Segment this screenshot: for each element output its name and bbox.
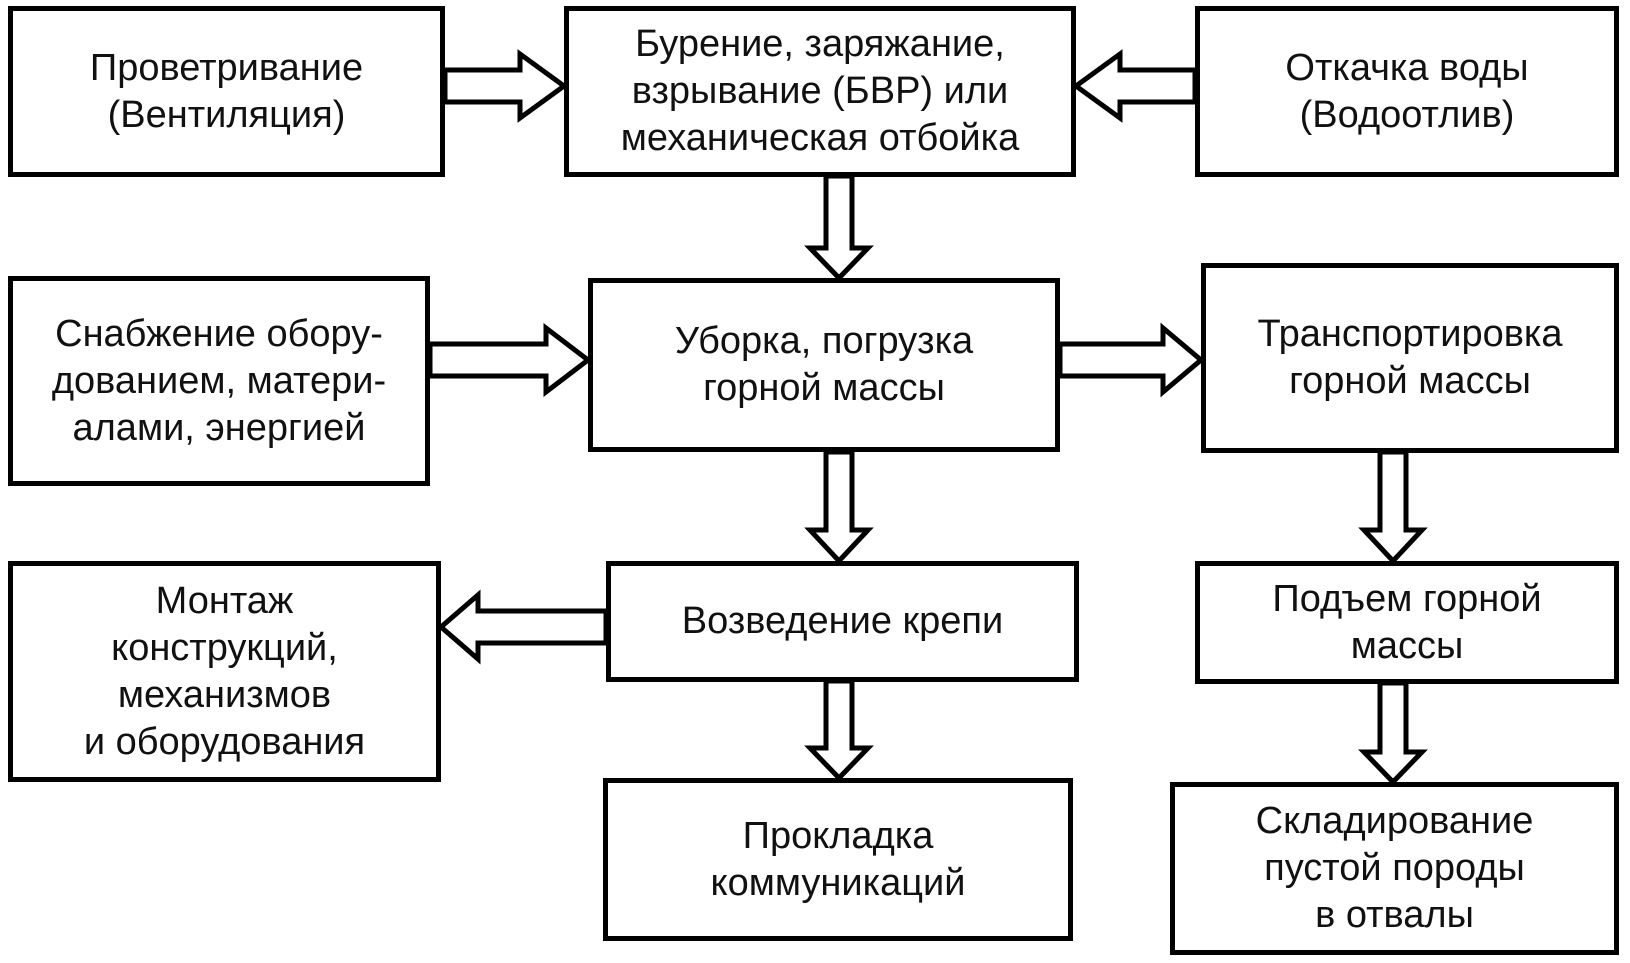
edge-transport-to-lifting bbox=[1358, 449, 1428, 565]
edge-loading-to-transport bbox=[1057, 322, 1205, 398]
edge-drilling-to-loading bbox=[804, 173, 874, 282]
node-drilling: Бурение, заряжание, взрывание (БВР) или … bbox=[564, 6, 1076, 177]
node-mounting: Монтаж конструкций, механизмов и оборудо… bbox=[8, 561, 441, 782]
node-transport: Транспортировка горной массы bbox=[1201, 263, 1619, 453]
node-supply-label: Снабжение обору- дованием, матери- алами… bbox=[51, 312, 387, 449]
node-mounting-label: Монтаж конструкций, механизмов и оборудо… bbox=[83, 579, 366, 763]
node-drilling-label: Бурение, заряжание, взрывание (БВР) или … bbox=[620, 23, 1020, 159]
edge-loading-to-support bbox=[804, 449, 874, 565]
node-lifting-label: Подъем горной массы bbox=[1272, 577, 1542, 667]
node-ventilation: Проветривание (Вентиляция) bbox=[8, 6, 445, 177]
node-storage: Складирование пустой породы в отвалы bbox=[1170, 782, 1619, 955]
node-communications-label: Прокладка коммуникаций bbox=[710, 814, 966, 904]
node-support: Возведение крепи bbox=[606, 561, 1079, 682]
node-storage-label: Складирование пустой породы в отвалы bbox=[1255, 800, 1534, 936]
edge-ventilation-to-drilling bbox=[442, 49, 569, 123]
node-supply: Снабжение обору- дованием, матери- алами… bbox=[8, 276, 430, 486]
node-loading-label: Уборка, погрузка горной массы bbox=[674, 320, 974, 409]
edge-pumping-to-drilling bbox=[1071, 49, 1198, 123]
node-lifting: Подъем горной массы bbox=[1195, 561, 1619, 684]
node-pumping: Откачка воды (Водоотлив) bbox=[1195, 6, 1619, 177]
node-communications: Прокладка коммуникаций bbox=[603, 778, 1073, 941]
edge-supply-to-loading bbox=[427, 322, 593, 398]
edge-support-to-communications bbox=[804, 678, 874, 782]
node-pumping-label: Откачка воды (Водоотлив) bbox=[1285, 46, 1529, 136]
edge-support-to-mounting bbox=[437, 589, 609, 665]
node-transport-label: Транспортировка горной массы bbox=[1257, 313, 1563, 402]
node-loading: Уборка, погрузка горной массы bbox=[588, 278, 1060, 452]
node-support-label: Возведение крепи bbox=[681, 600, 1004, 642]
edge-lifting-to-storage bbox=[1358, 680, 1428, 786]
node-ventilation-label: Проветривание (Вентиляция) bbox=[89, 46, 364, 136]
